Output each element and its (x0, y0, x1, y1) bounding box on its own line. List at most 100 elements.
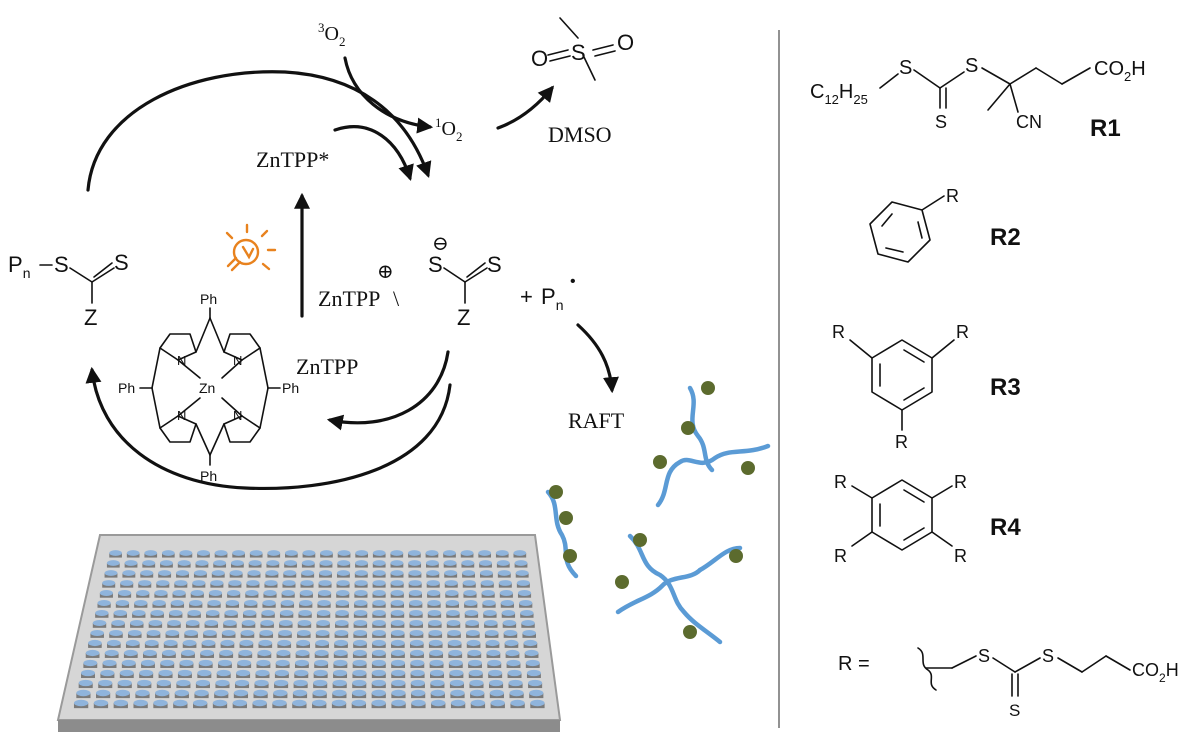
plate-well (215, 679, 230, 689)
plate-well (352, 659, 367, 668)
plate-well (244, 600, 258, 608)
plate-well (241, 619, 256, 628)
plate-well (163, 639, 178, 648)
plate-well (100, 669, 115, 679)
plate-well (140, 570, 154, 578)
plate-well (468, 669, 483, 679)
plate-well (390, 590, 404, 598)
plate-well (480, 580, 494, 588)
plate-well (312, 689, 327, 699)
plate-well (520, 610, 534, 618)
plate-well (445, 590, 459, 598)
plate-well (97, 600, 111, 608)
plate-well (483, 610, 497, 618)
svg-text:Pn: Pn (541, 284, 563, 313)
plate-well (467, 649, 482, 658)
plate-well (156, 679, 171, 689)
polymer-chain (615, 567, 703, 615)
plate-well (371, 669, 386, 679)
plate-well (150, 610, 164, 618)
plate-well (76, 689, 91, 699)
plate-well (210, 580, 224, 588)
plate-well (428, 629, 443, 638)
plate-well (156, 580, 170, 588)
plate-well (265, 570, 279, 578)
plate-well (390, 550, 404, 558)
plate-well (500, 600, 514, 608)
svg-text:R: R (946, 186, 959, 206)
plate-well (211, 570, 225, 578)
plate-well (190, 590, 204, 598)
plate-well (182, 639, 197, 648)
plate-well (443, 550, 456, 558)
plate-well (519, 600, 533, 608)
svg-text:R2: R2 (990, 224, 1021, 251)
plate-well (427, 610, 442, 618)
plate-well (263, 590, 277, 598)
plate-well (411, 689, 426, 699)
zntpp-cation: ZnTPP ⊕ \ (318, 261, 400, 311)
plate-well (523, 639, 538, 648)
plate-well (409, 629, 424, 638)
plate-well (155, 689, 170, 699)
plate-well (316, 619, 330, 628)
plate-well (355, 560, 368, 568)
plate-well (314, 659, 329, 668)
polymer-bead (633, 533, 647, 547)
plate-well (152, 600, 166, 608)
plate-well (236, 669, 251, 679)
well-plate (56, 534, 562, 732)
plate-well (489, 689, 504, 699)
svg-text:S: S (1042, 646, 1054, 666)
plate-well (318, 590, 332, 598)
plate-well (278, 629, 292, 638)
plate-well (257, 649, 272, 658)
plate-well (487, 659, 502, 668)
plate-well (484, 629, 499, 638)
plate-well (262, 600, 276, 608)
polymer-bead (563, 549, 577, 563)
plate-well (192, 580, 206, 588)
plate-well (521, 619, 535, 628)
plate-well (486, 649, 501, 658)
plate-well (391, 679, 406, 689)
plate-well (462, 580, 476, 588)
plate-well (298, 610, 312, 618)
plate-well (353, 610, 368, 618)
plate-well (469, 679, 484, 689)
trithiocarbonate-anion: S ⊖ S Z (428, 233, 502, 330)
plate-well (276, 649, 291, 658)
plate-well (372, 619, 386, 628)
plate-well (115, 600, 130, 608)
zntpp-porphyrin-structure: Ph Ph Ph Ph N N N N Zn (118, 291, 299, 484)
plate-well (99, 590, 113, 598)
plate-well (111, 619, 125, 628)
plate-well (124, 560, 138, 568)
plate-well (333, 649, 348, 658)
svg-text:R =: R = (838, 653, 870, 675)
polymer-bead (741, 461, 755, 475)
cycle-arc-lower (85, 366, 452, 491)
svg-text:Ph: Ph (200, 468, 217, 484)
plate-well (284, 560, 297, 568)
plate-well (179, 550, 193, 558)
plate-well (481, 590, 495, 598)
dmso-structure: O S O (531, 17, 634, 81)
plate-well (354, 600, 368, 608)
svg-text:Z: Z (84, 305, 97, 330)
plate-well (409, 610, 423, 618)
plate-well (106, 560, 120, 568)
plate-well (136, 590, 150, 598)
svg-text:•: • (570, 273, 576, 290)
catalyst-regeneration-arrow (326, 350, 450, 431)
svg-text:Z: Z (457, 305, 470, 330)
plate-well (507, 669, 522, 679)
plate-well (390, 580, 404, 588)
polymer-bead (683, 625, 697, 639)
plate-well (294, 669, 309, 679)
plate-well (353, 619, 368, 628)
svg-text:Zn: Zn (199, 380, 215, 396)
svg-text:Ph: Ph (200, 291, 217, 307)
plate-well (335, 610, 349, 618)
plate-well (499, 590, 513, 598)
